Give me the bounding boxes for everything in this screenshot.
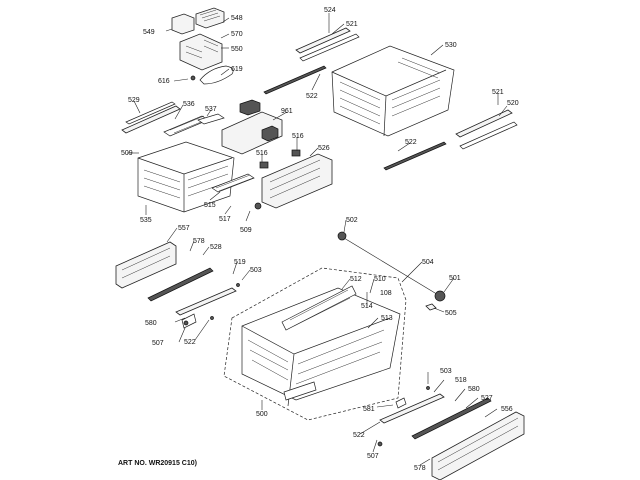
callout-521-right: 521 [492,89,504,96]
ice-maker-assembly [171,7,234,85]
callout-522-lower-left: 522 [184,339,196,346]
art-number: ART NO. WR20915 C10) [118,460,197,467]
lower-right-rails [377,386,525,480]
callout-619: 619 [231,66,243,73]
callout-537: 537 [205,106,217,113]
callout-535: 535 [140,217,152,224]
callout-labels: 524 521 548 549 570 550 530 616 619 522 … [121,7,519,472]
callout-518: 518 [455,377,467,384]
callout-507-right: 507 [367,453,379,460]
callout-521: 521 [346,21,358,28]
upper-slide-rail [263,27,360,95]
callout-514: 514 [361,303,373,310]
callout-108: 108 [380,290,392,297]
control-housing [254,149,333,210]
divider-panel [163,113,225,137]
middle-drawer [137,141,235,213]
callout-527: 527 [481,395,493,402]
callout-515: 515 [204,202,216,209]
callout-500: 500 [256,411,268,418]
callout-505: 505 [445,310,457,317]
callout-529: 529 [128,97,140,104]
callout-550: 550 [231,46,243,53]
control-module [221,99,283,155]
callout-516-left: 516 [256,150,268,157]
callout-509-center: 509 [240,227,252,234]
callout-507-left: 507 [152,340,164,347]
callout-961: 961 [281,108,293,115]
lower-left-rails [115,241,240,329]
callout-522-top: 522 [306,93,318,100]
callout-509-left: 509 [121,150,133,157]
callout-581: 581 [363,406,375,413]
callout-522-lower-right: 522 [353,432,365,439]
left-upper-rail [121,101,181,134]
callout-536: 536 [183,101,195,108]
callout-557: 557 [178,225,190,232]
callout-578-top: 578 [193,238,205,245]
callout-512: 512 [350,276,362,283]
callout-501: 501 [449,275,461,282]
tie-rod-assembly [337,231,446,311]
callout-528: 528 [210,244,222,251]
leader-lines [127,13,508,466]
callout-503-left: 503 [250,267,262,274]
callout-504: 504 [422,259,434,266]
callout-580-right: 580 [468,386,480,393]
callout-526: 526 [318,145,330,152]
callout-524: 524 [324,7,336,14]
callout-510: 510 [374,276,386,283]
callout-530: 530 [445,42,457,49]
callout-513: 513 [381,315,393,322]
callout-516-right: 516 [292,133,304,140]
upper-drawer-bin [331,45,455,137]
callout-570: 570 [231,31,243,38]
callout-522-right: 522 [405,139,417,146]
right-slide-rails [383,109,518,171]
callout-517: 517 [219,216,231,223]
callout-616: 616 [158,78,170,85]
callout-502: 502 [346,217,358,224]
callout-556: 556 [501,406,513,413]
callout-520: 520 [507,100,519,107]
callout-548: 548 [231,15,243,22]
callout-578-bottom: 578 [414,465,426,472]
callout-503-right: 503 [440,368,452,375]
callout-549: 549 [143,29,155,36]
callout-580-left: 580 [145,320,157,327]
lower-freezer-basket [223,267,407,421]
callout-519: 519 [234,259,246,266]
louver-cover [211,173,255,193]
